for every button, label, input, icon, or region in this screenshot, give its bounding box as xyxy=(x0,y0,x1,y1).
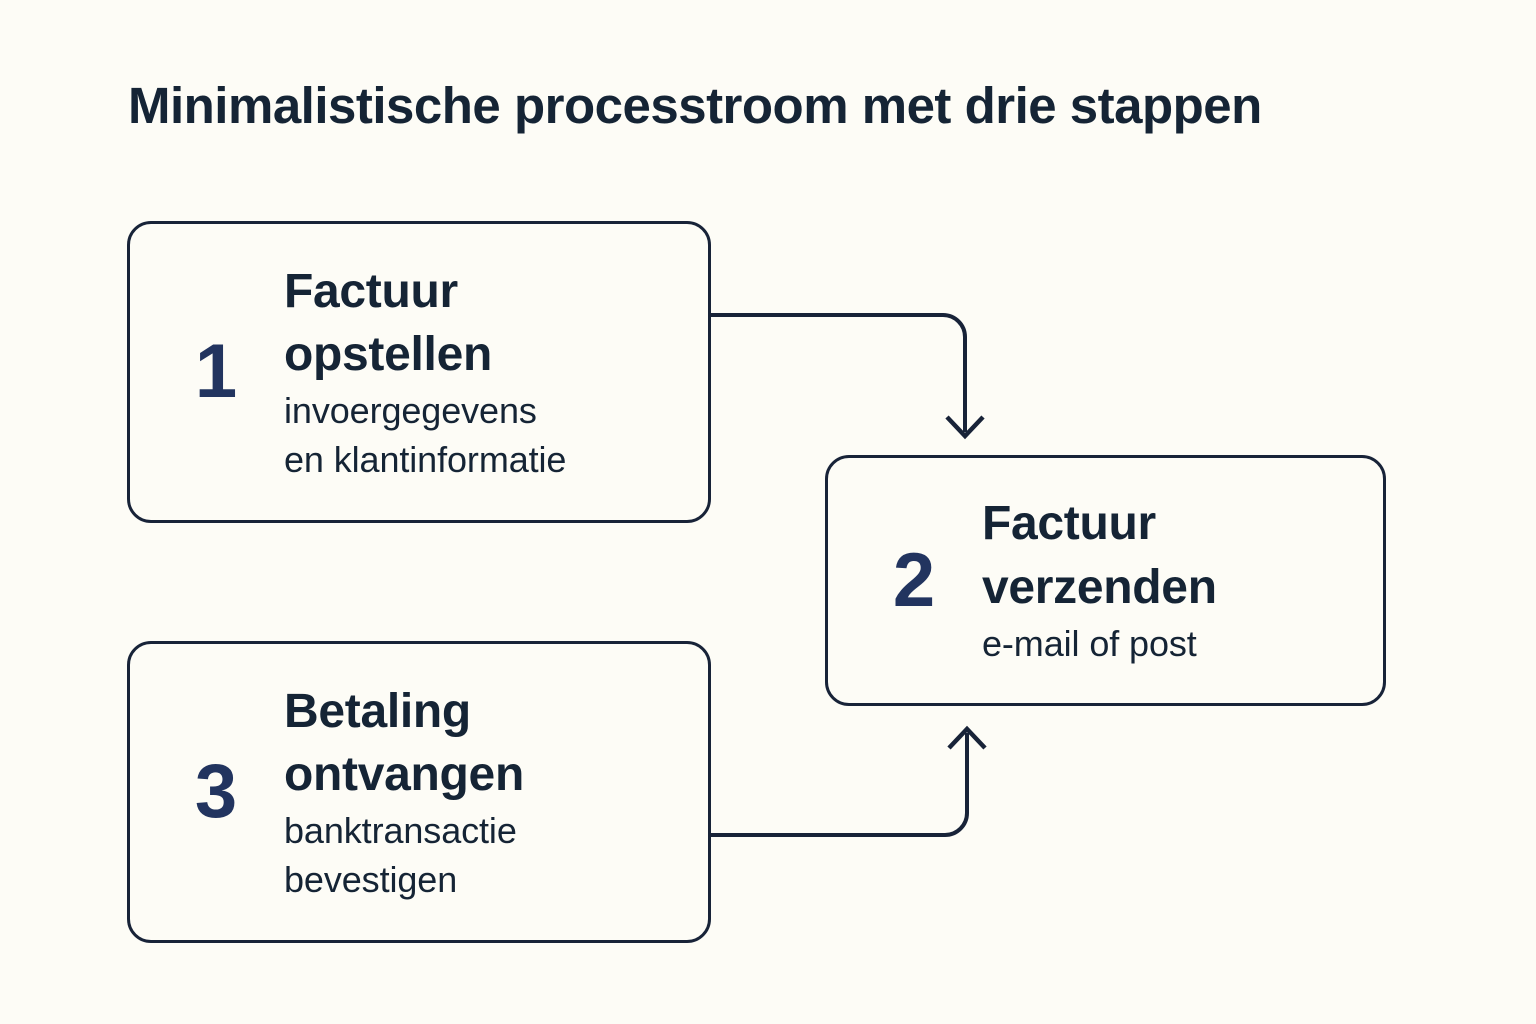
step-title-line-2: opstellen xyxy=(284,328,493,382)
step-box-1[interactable]: 1 Factuur opstellen invoergegevens en kl… xyxy=(127,221,711,523)
step-subtitle-3: banktransactie bevestigen xyxy=(284,807,690,904)
step-box-2[interactable]: 2 Factuur verzenden e-mail of post xyxy=(825,455,1386,706)
page-title: Minimalistische processtroom met drie st… xyxy=(128,77,1262,134)
step-subtitle-line-1: banktransactie xyxy=(284,810,517,852)
step-number-3: 3 xyxy=(194,749,238,834)
step-title-line-2: verzenden xyxy=(982,561,1217,615)
step-title-line-1: Betaling xyxy=(284,684,471,738)
step-text-group-2: Factuur verzenden e-mail of post xyxy=(982,492,1365,668)
step-number-2: 2 xyxy=(892,537,936,623)
step-title-line-1: Factuur xyxy=(284,264,458,318)
connector-step1-to-step2 xyxy=(711,313,985,440)
step-subtitle-line-1: e-mail of post xyxy=(982,623,1197,665)
step-title-1: Factuur opstellen xyxy=(284,260,690,388)
step-subtitle-line-2: en klantinformatie xyxy=(284,438,567,480)
step-number-1: 1 xyxy=(194,329,238,414)
step-subtitle-1: invoergegevens en klantinformatie xyxy=(284,387,690,484)
step-text-group-3: Betaling ontvangen banktransactie bevest… xyxy=(284,680,690,905)
step-title-line-1: Factuur xyxy=(982,497,1156,551)
step-box-3[interactable]: 3 Betaling ontvangen banktransactie beve… xyxy=(127,641,711,943)
step-subtitle-line-1: invoergegevens xyxy=(284,390,537,432)
step-text-group-1: Factuur opstellen invoergegevens en klan… xyxy=(284,260,690,485)
step-title-3: Betaling ontvangen xyxy=(284,680,690,808)
step-subtitle-2: e-mail of post xyxy=(982,620,1365,669)
step-title-line-2: ontvangen xyxy=(284,748,524,802)
step-title-2: Factuur verzenden xyxy=(982,492,1365,620)
connector-step3-to-step2 xyxy=(711,725,987,837)
step-subtitle-line-2: bevestigen xyxy=(284,858,458,900)
